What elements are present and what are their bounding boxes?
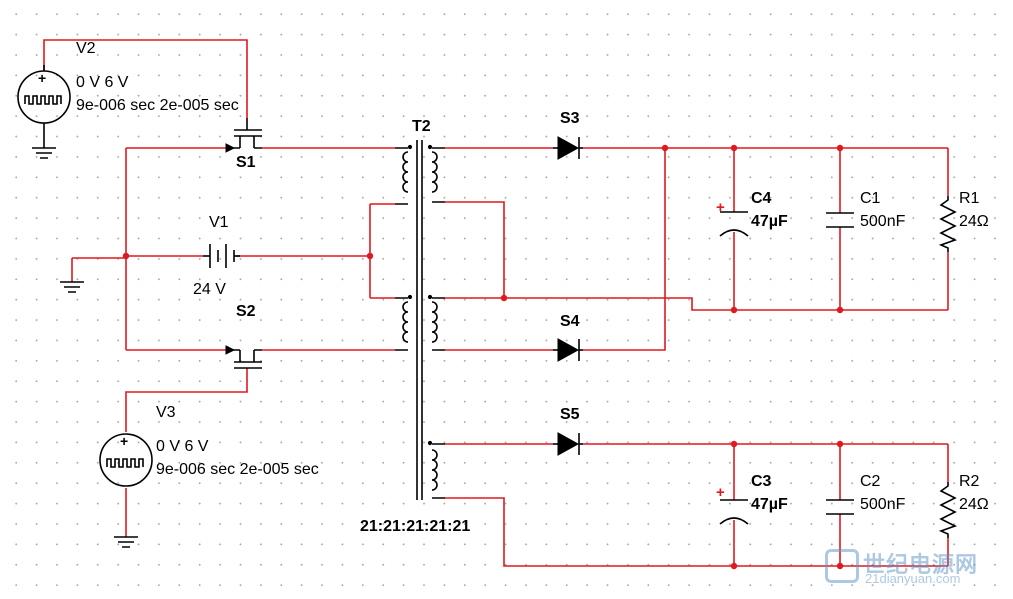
c4-value-label: 47µF — [751, 213, 788, 230]
diode-s5-symbol[interactable] — [553, 432, 583, 456]
capacitor-c1-symbol[interactable] — [826, 212, 854, 228]
transformer-t2-symbol[interactable] — [395, 140, 445, 500]
c4-name-label: C4 — [751, 190, 772, 207]
c2-value-label: 500nF — [860, 496, 906, 513]
r2-name-label: R2 — [959, 473, 980, 490]
c1-name-label: C1 — [860, 190, 881, 207]
watermark-url: 21dianyuan.com — [865, 571, 961, 586]
v3-name-label: V3 — [156, 404, 176, 421]
c2-name-label: C2 — [860, 473, 881, 490]
battery-v1-symbol[interactable] — [203, 244, 240, 268]
c4-polarity-mark: + — [716, 199, 725, 216]
r2-value-label: 24Ω — [959, 496, 989, 513]
watermark-logo-icon — [825, 549, 859, 583]
s2-label: S2 — [236, 303, 256, 320]
r1-value-label: 24Ω — [959, 213, 989, 230]
c3-value-label: 47µF — [751, 496, 788, 513]
v1-value-label: 24 V — [193, 281, 226, 298]
wires — [43, 39, 949, 567]
resistor-r2-symbol[interactable] — [938, 482, 958, 538]
t2-name-label: T2 — [412, 118, 431, 135]
s5-label: S5 — [560, 406, 580, 423]
v2-name-label: V2 — [76, 40, 96, 57]
c1-value-label: 500nF — [860, 213, 906, 230]
pulse-source-v3-symbol[interactable]: + — [99, 433, 153, 487]
junction-dots — [122, 144, 844, 570]
watermark-text: 世纪电源网 — [863, 553, 979, 578]
v3-amplitude-label: 0 V 6 V — [156, 438, 209, 455]
site-watermark: 世纪电源网 21dianyuan.com — [825, 549, 1005, 586]
svg-text:+: + — [120, 433, 128, 449]
s3-label: S3 — [560, 110, 580, 127]
t2-ratio-label: 21:21:21:21:21 — [360, 518, 471, 535]
s1-label: S1 — [236, 154, 256, 171]
svg-text:+: + — [38, 70, 46, 86]
s4-label: S4 — [560, 313, 580, 330]
ground-icon — [114, 536, 138, 548]
c3-polarity-mark: + — [716, 484, 725, 501]
mosfet-s2-symbol[interactable] — [225, 345, 262, 369]
v2-timing-label: 9e-006 sec 2e-005 sec — [76, 97, 239, 114]
v2-amplitude-label: 0 V 6 V — [76, 74, 129, 91]
pulse-source-v2-symbol[interactable]: + — [17, 65, 71, 148]
v3-timing-label: 9e-006 sec 2e-005 sec — [156, 461, 319, 478]
r1-name-label: R1 — [959, 190, 980, 207]
c3-name-label: C3 — [751, 473, 772, 490]
diode-s3-symbol[interactable] — [553, 136, 583, 160]
v1-name-label: V1 — [209, 214, 229, 231]
electrolytic-capacitor-c3-symbol[interactable] — [719, 499, 749, 525]
diode-s4-symbol[interactable] — [553, 338, 583, 362]
ground-icon — [32, 147, 56, 159]
electrolytic-capacitor-c4-symbol[interactable] — [719, 211, 749, 237]
ground-icon — [60, 258, 84, 293]
resistor-r1-symbol[interactable] — [938, 196, 958, 252]
mosfet-s1-symbol[interactable] — [225, 118, 262, 153]
capacitor-c2-symbol[interactable] — [826, 499, 854, 515]
